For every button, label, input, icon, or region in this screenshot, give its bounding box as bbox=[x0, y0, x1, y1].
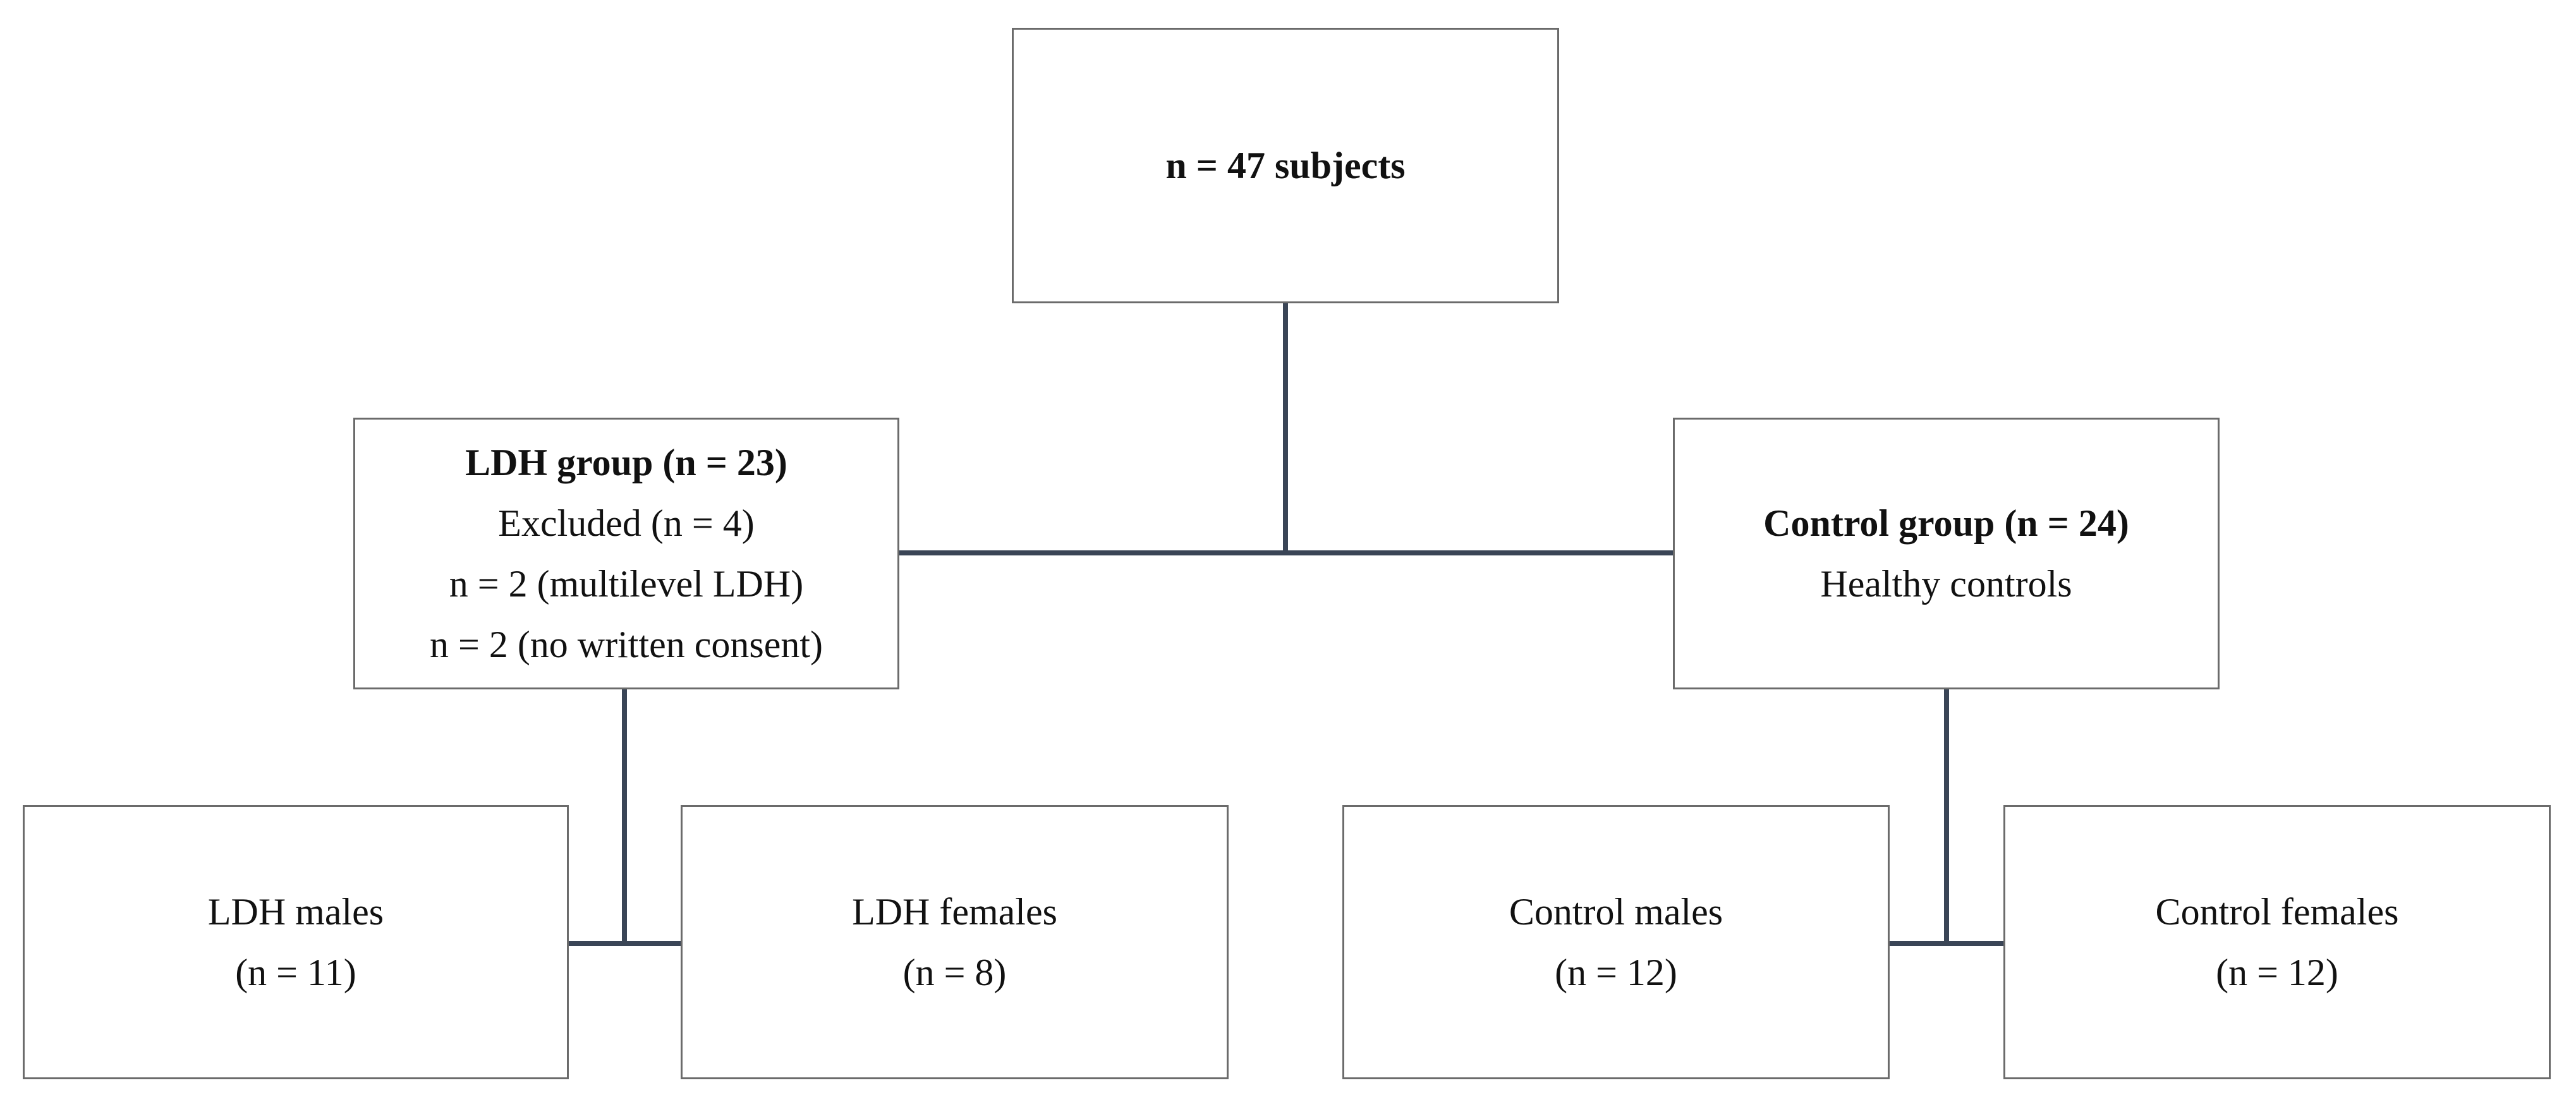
control-group-title: Control group (n = 24) bbox=[1763, 502, 2129, 544]
ldh-females-label: LDH females bbox=[852, 891, 1057, 933]
control-males-count: (n = 12) bbox=[1555, 952, 1677, 993]
ldh-group-box: LDH group (n = 23) Excluded (n = 4) n = … bbox=[353, 418, 899, 689]
control-group-box: Control group (n = 24) Healthy controls bbox=[1673, 418, 2220, 689]
control-females-count: (n = 12) bbox=[2216, 952, 2338, 993]
control-males-label: Control males bbox=[1509, 891, 1723, 933]
ldh-exclusion-reason-1: n = 2 (multilevel LDH) bbox=[449, 563, 804, 605]
ldh-males-label: LDH males bbox=[207, 891, 384, 933]
control-group-subtitle: Healthy controls bbox=[1820, 563, 2072, 605]
ldh-group-title: LDH group (n = 23) bbox=[465, 442, 787, 483]
ldh-females-box: LDH females (n = 8) bbox=[681, 805, 1229, 1079]
total-subjects-box: n = 47 subjects bbox=[1012, 28, 1559, 303]
control-females-box: Control females (n = 12) bbox=[2003, 805, 2551, 1079]
ldh-males-box: LDH males (n = 11) bbox=[23, 805, 569, 1079]
total-subjects-title: n = 47 subjects bbox=[1165, 145, 1406, 186]
ldh-exclusion-reason-2: n = 2 (no written consent) bbox=[429, 624, 823, 665]
ldh-males-count: (n = 11) bbox=[235, 952, 356, 993]
ldh-excluded-label: Excluded (n = 4) bbox=[498, 502, 755, 544]
control-males-box: Control males (n = 12) bbox=[1342, 805, 1890, 1079]
control-females-label: Control females bbox=[2155, 891, 2399, 933]
ldh-females-count: (n = 8) bbox=[902, 952, 1007, 993]
